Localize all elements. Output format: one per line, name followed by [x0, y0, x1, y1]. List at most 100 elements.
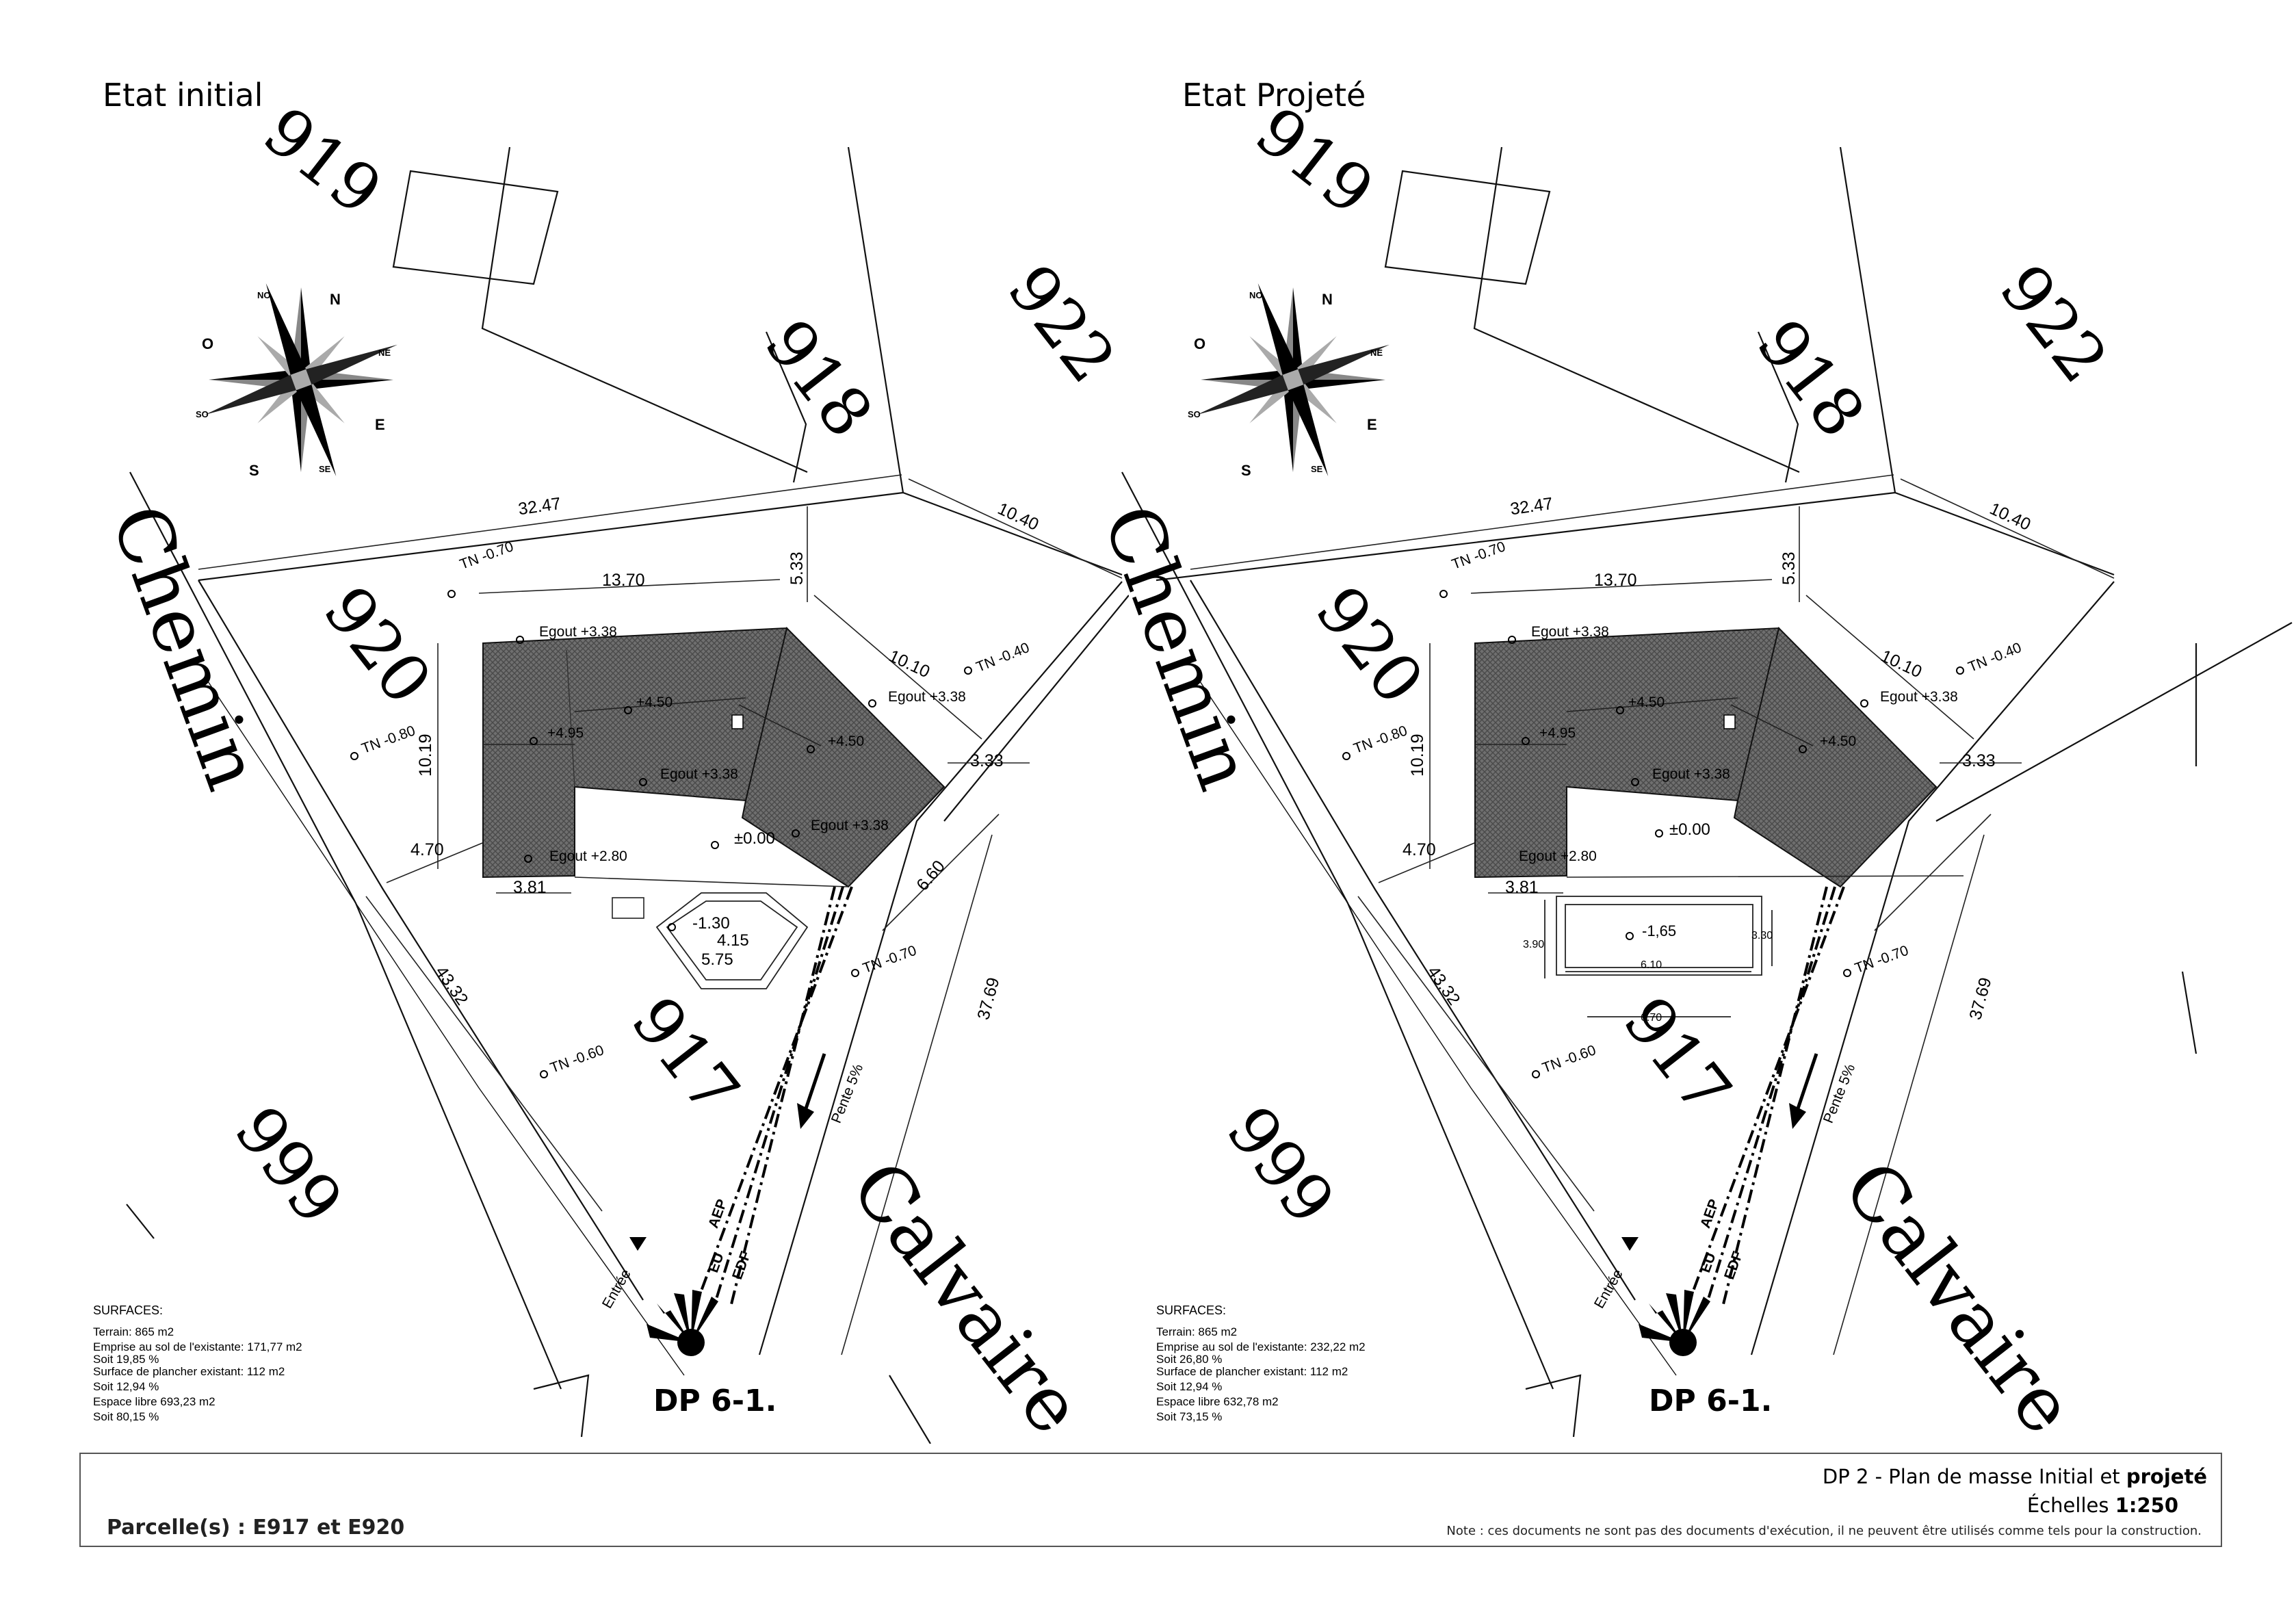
parcel-line-918	[481, 146, 808, 473]
parcel-label-917: 917	[1608, 983, 1746, 1128]
dim-533: 5.33	[787, 551, 807, 585]
level-zero: ±0.00	[734, 829, 775, 848]
chimney	[731, 714, 744, 729]
network-edf: EDF	[729, 1249, 754, 1282]
dim-line-3247	[198, 474, 902, 570]
slope-label: Pente 5%	[829, 1062, 866, 1126]
parcel-label-999: 999	[1212, 1092, 1349, 1238]
parcel-line-922	[847, 146, 904, 493]
pool-length: 5.75	[701, 950, 733, 969]
dim-381: 3.81	[1505, 878, 1539, 897]
level-tn-d: TN -0.70	[861, 943, 919, 977]
disclaimer-note: Note : ces documents ne sont pas des doc…	[1446, 1524, 2202, 1538]
surface-line: Soit 80,15 %	[93, 1410, 159, 1423]
entrance-label: Entrée	[599, 1267, 634, 1311]
sheet-title: DP 2 - Plan de masse Initial et projeté	[1823, 1465, 2207, 1488]
compass-s: S	[249, 462, 259, 479]
parcel-label-917: 917	[616, 983, 754, 1128]
dim-line-4332	[365, 896, 603, 1212]
level-tn-d: TN -0.70	[1853, 943, 1911, 977]
compass-ne: NE	[378, 348, 391, 358]
dim-1370: 13.70	[1594, 571, 1637, 590]
compass-so: SO	[196, 409, 209, 419]
dim-470: 4.70	[1403, 840, 1436, 859]
parcel-references: Parcelle(s) : E917 et E920	[107, 1516, 405, 1540]
surface-line: Soit 26,80 %	[1156, 1353, 1223, 1366]
surface-line: Emprise au sol de l'existante: 232,22 m2	[1156, 1340, 1366, 1353]
plot-north-boundary	[198, 491, 1123, 582]
sheet-title-bold: projeté	[2126, 1465, 2207, 1488]
compass-no: NO	[257, 290, 271, 300]
level-egout-c: Egout +3.38	[1652, 766, 1730, 782]
level-egout-a: Egout +3.38	[539, 624, 617, 640]
compass-n: N	[330, 291, 341, 308]
site-plan-drawing: 919 918 922 920 917 999 Chemin Calvaire …	[94, 92, 1129, 1444]
sheet-scale: Échelles 1:250	[2027, 1494, 2178, 1517]
slope-label: Pente 5%	[1821, 1062, 1858, 1126]
dim-470: 4.70	[410, 840, 444, 859]
dim-533: 5.33	[1779, 551, 1799, 585]
dim-3247: 32.47	[1509, 494, 1554, 519]
surface-line: Soit 73,15 %	[1156, 1410, 1223, 1423]
pool-dim-330: 3.30	[1751, 930, 1773, 942]
road-label-calvaire: Calvaire	[1827, 1145, 2091, 1444]
dim-1019: 10.19	[416, 733, 435, 777]
compass-so: SO	[1188, 409, 1201, 419]
surfaces-heading: SURFACES:	[93, 1303, 164, 1317]
level-tn-c: TN -0.80	[1351, 723, 1409, 757]
network-aep: AEP	[1697, 1197, 1722, 1230]
level-egout-e: Egout +2.80	[549, 848, 627, 864]
dim-3247: 32.47	[517, 494, 562, 519]
surfaces-projected: SURFACES: Terrain: 865 m2 Emprise au sol…	[1156, 1303, 1366, 1425]
compass-e: E	[375, 416, 385, 433]
entrance-arrow-icon	[1621, 1237, 1639, 1251]
level-tn-c: TN -0.80	[359, 723, 417, 757]
plot-east-offset	[943, 595, 1129, 822]
slope-arrow-icon	[1789, 1053, 1818, 1129]
dim-line-1040	[908, 478, 1123, 579]
level-tn-e: TN -0.60	[1540, 1042, 1598, 1076]
parcel-corner	[533, 1374, 590, 1438]
pool-width: 4.15	[717, 931, 749, 950]
level-egout-b: Egout +3.38	[1880, 689, 1958, 705]
dim-line-470	[386, 841, 486, 883]
level-roof-b: +4.95	[1539, 725, 1576, 741]
level-roof-a: +4.50	[636, 694, 673, 710]
dim-1019: 10.19	[1408, 733, 1427, 777]
surface-line: Surface de plancher existant: 112 m2	[93, 1365, 285, 1378]
surface-line: Surface de plancher existant: 112 m2	[1156, 1365, 1348, 1378]
surface-line: Terrain: 865 m2	[1156, 1325, 1238, 1338]
pool-dim-610: 6.10	[1641, 959, 1662, 971]
sheet-scale-value: 1:250	[2115, 1494, 2178, 1517]
level-roof-b: +4.95	[547, 725, 584, 741]
level-roof-a: +4.50	[1628, 694, 1665, 710]
parcel-label-918: 918	[750, 305, 887, 451]
panel-title-initial: Etat initial	[103, 77, 263, 114]
surfaces-heading: SURFACES:	[1156, 1303, 1227, 1317]
level-egout-b: Egout +3.38	[888, 689, 966, 705]
pool-dim-670: 6.70	[1641, 1012, 1662, 1024]
level-markers	[350, 590, 972, 1078]
level-roof-c: +4.50	[1820, 733, 1856, 749]
level-egout-c: Egout +3.38	[660, 766, 738, 782]
plot-east-boundary	[758, 581, 1123, 1355]
level-egout-d: Egout +3.38	[811, 818, 889, 833]
parcel-label-922: 922	[1985, 250, 2122, 396]
dim-1370: 13.70	[602, 571, 645, 590]
surface-line: Terrain: 865 m2	[93, 1325, 174, 1338]
level-egout-a: Egout +3.38	[1531, 624, 1609, 640]
dim-333: 3.33	[1962, 751, 1996, 770]
dim-4332: 43.32	[432, 963, 472, 1009]
dim-line-660	[882, 814, 1000, 931]
compass-o: O	[1194, 335, 1205, 352]
compass-rose-icon	[1197, 283, 1390, 476]
road-label-chemin: Chemin	[1086, 494, 1270, 801]
parcel-label-918: 918	[1742, 305, 1879, 451]
title-block: Parcelle(s) : E917 et E920 DP 2 - Plan d…	[79, 1453, 2222, 1547]
level-egout-e: Egout +2.80	[1519, 848, 1597, 864]
dim-3769: 37.69	[1966, 976, 1995, 1022]
compass-se: SE	[319, 464, 331, 474]
compass-rose-icon	[205, 283, 397, 476]
surface-line: Espace libre 693,23 m2	[93, 1395, 216, 1408]
dim-381: 3.81	[513, 878, 547, 897]
